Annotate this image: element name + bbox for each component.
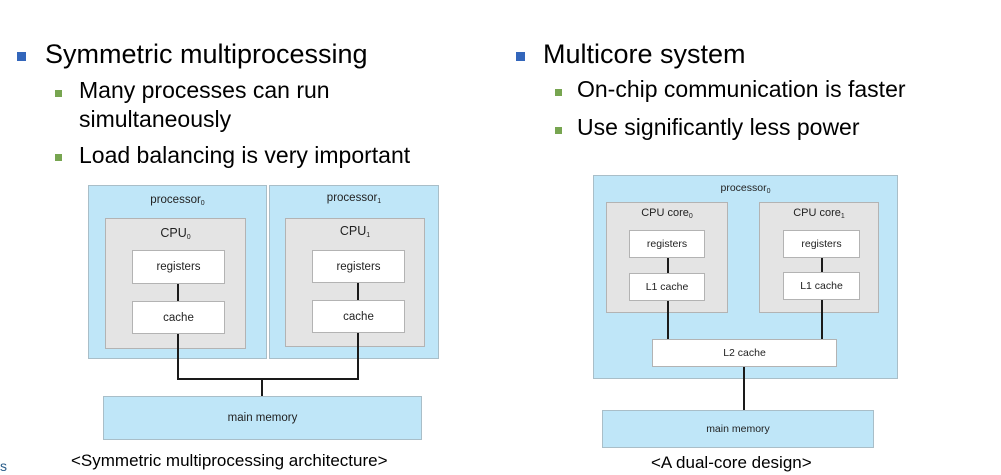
processor-1-label: processor1 [326,192,382,205]
sub-bullet-square-icon [55,90,62,97]
cpu-core-1-label: CPU core1 [793,207,845,220]
cache-1-box: cache [312,300,405,333]
bus-line [177,378,359,380]
cpu-1-label: CPU1 [339,224,371,239]
sub-bullet-less-power: Use significantly less power [577,114,860,140]
sub-bullet-square-icon [555,89,562,96]
bullet-symmetric-multiprocessing: Symmetric multiprocessing [45,39,368,69]
registers-0-box: registers [132,250,225,284]
connector-line [177,284,179,301]
processor-label: processor0 [720,182,771,195]
main-memory-box: main memory [103,396,422,440]
cache-0-box: cache [132,301,225,334]
bus-line [261,378,263,396]
connector-line [667,301,669,339]
sub-bullet-many-processes-cont: simultaneously [79,106,232,132]
sub-bullet-load-balancing: Load balancing is very important [79,142,411,168]
smp-caption: <Symmetric multiprocessing architecture> [71,451,388,470]
processor-0-label: processor0 [150,194,205,207]
connector-line [667,258,669,273]
main-memory-box: main memory [602,410,874,448]
bullet-square-icon [17,52,26,61]
connector-line [821,300,823,339]
bus-line [357,333,359,380]
bullet-square-icon [516,52,525,61]
connector-line [357,283,359,300]
connector-line [743,367,745,410]
l2-cache-box: L2 cache [652,339,837,367]
sub-bullet-square-icon [555,127,562,134]
sub-bullet-many-processes: Many processes can run [79,77,330,103]
core-0-registers-box: registers [629,230,705,258]
cpu-0-label: CPU0 [160,226,191,241]
dual-core-caption: <A dual-core design> [651,453,812,472]
sub-bullet-on-chip: On-chip communication is faster [577,76,906,102]
core-1-l1-cache-box: L1 cache [783,272,860,300]
core-1-registers-box: registers [783,230,860,258]
core-0-l1-cache-box: L1 cache [629,273,705,301]
bullet-multicore-system: Multicore system [543,39,746,69]
connector-line [821,258,823,272]
registers-1-box: registers [312,250,405,283]
bus-line [177,334,179,380]
sub-bullet-square-icon [55,154,62,161]
corner-fragment: s [0,458,7,474]
cpu-core-0-label: CPU core0 [641,207,693,220]
